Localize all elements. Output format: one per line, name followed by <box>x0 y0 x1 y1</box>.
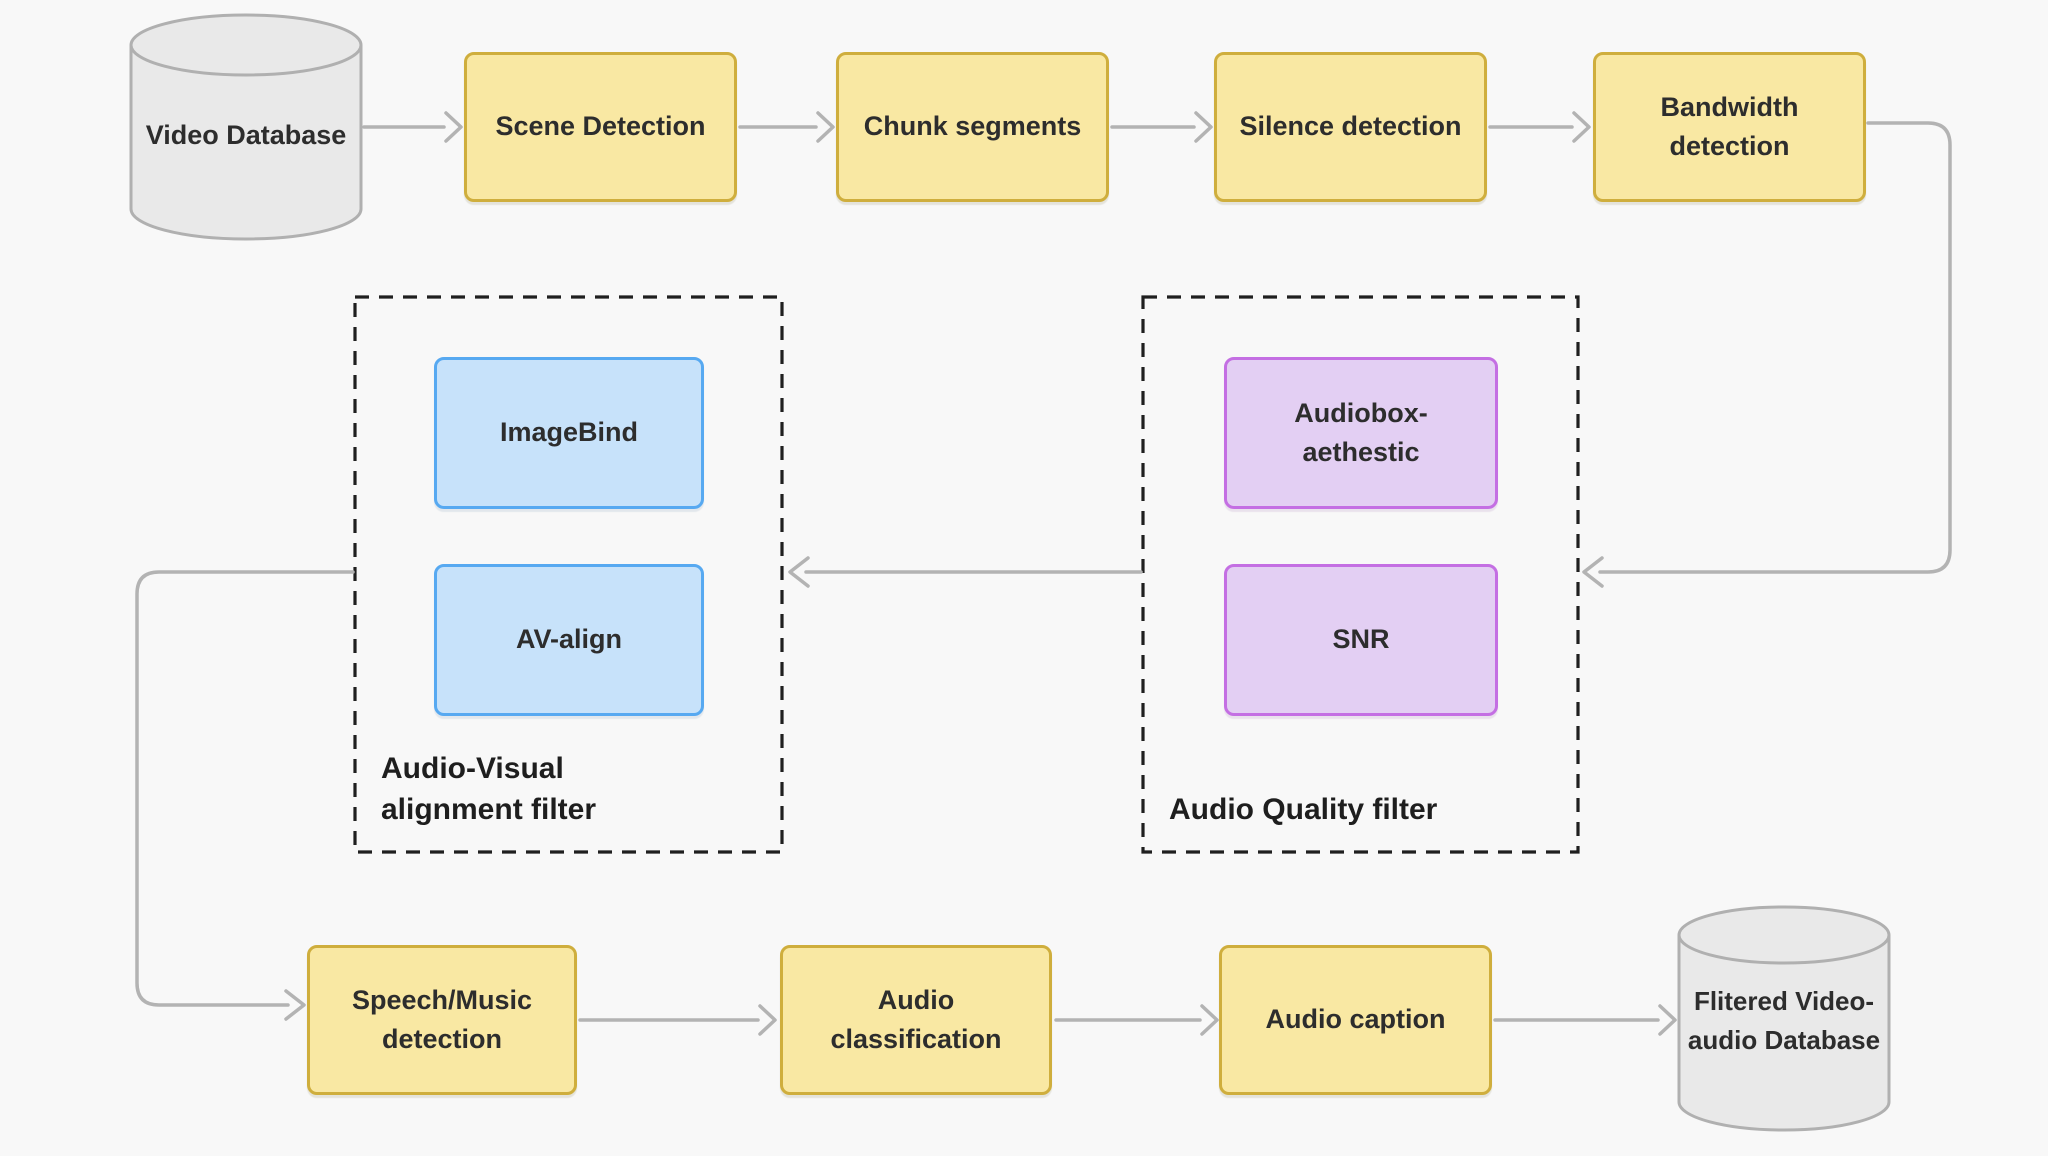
node-filtered-database-label: Flitered Video-audio Database <box>1687 986 1881 1055</box>
node-av-align: AV-align <box>434 564 704 716</box>
node-silence-detection-label: Silence detection <box>1239 111 1462 142</box>
arrow-classification-to-caption <box>1054 1004 1219 1036</box>
arrow-bandwidth-to-audio-quality <box>1582 121 1952 588</box>
group-av-alignment-filter: Audio-Visual alignment filter <box>355 297 782 852</box>
node-audiobox-aethestic-label: Audiobox-aethestic <box>1294 397 1428 467</box>
filtered-database-cylinder-icon <box>1677 905 1891 1132</box>
node-audio-classification: Audio classification <box>780 945 1052 1095</box>
node-audio-caption-label: Audio caption <box>1265 1004 1446 1035</box>
arrow-speech-to-classification <box>578 1004 777 1036</box>
group-av-alignment-filter-label: Audio-Visual alignment filter <box>381 752 597 826</box>
arrow-scene-to-chunk <box>738 111 835 143</box>
node-speech-music-detection: Speech/Music detection <box>307 945 577 1095</box>
node-av-align-label: AV-align <box>515 624 622 655</box>
node-chunk-segments: Chunk segments <box>836 52 1109 202</box>
arrow-caption-to-filtered-db <box>1493 1004 1677 1036</box>
node-audiobox-aethestic: Audiobox-aethestic <box>1224 357 1498 509</box>
node-imagebind: ImageBind <box>434 357 704 509</box>
node-filtered-video-audio-database: Flitered Video-audio Database <box>1684 942 1884 1100</box>
arrow-audio-quality-to-av-alignment <box>788 556 1143 588</box>
node-imagebind-label: ImageBind <box>499 417 639 448</box>
audio-quality-filter-border <box>1141 295 1580 854</box>
group-audio-quality-filter-label: Audio Quality filter <box>1169 792 1438 826</box>
node-snr-label: SNR <box>1332 624 1390 655</box>
node-speech-music-detection-label: Speech/Music detection <box>351 984 533 1054</box>
arrow-videodb-to-scene <box>362 111 463 143</box>
arrow-av-alignment-to-speech-music <box>135 570 355 1021</box>
node-silence-detection: Silence detection <box>1214 52 1487 202</box>
arrow-silence-to-bandwidth <box>1488 111 1591 143</box>
node-video-database: Video Database <box>141 60 351 210</box>
node-bandwidth-detection-label: Bandwidth detection <box>1660 91 1799 161</box>
node-bandwidth-detection: Bandwidth detection <box>1593 52 1866 202</box>
video-database-cylinder-icon <box>129 13 363 241</box>
node-chunk-segments-label: Chunk segments <box>863 111 1082 142</box>
node-scene-detection-label: Scene Detection <box>495 111 706 142</box>
node-snr: SNR <box>1224 564 1498 716</box>
group-audio-quality-filter: Audio Quality filter <box>1143 297 1578 852</box>
node-scene-detection: Scene Detection <box>464 52 737 202</box>
node-video-database-label: Video Database <box>145 119 347 150</box>
node-audio-classification-label: Audio classification <box>830 984 1002 1054</box>
arrow-chunk-to-silence <box>1110 111 1213 143</box>
av-alignment-filter-border <box>353 295 784 854</box>
node-audio-caption: Audio caption <box>1219 945 1492 1095</box>
